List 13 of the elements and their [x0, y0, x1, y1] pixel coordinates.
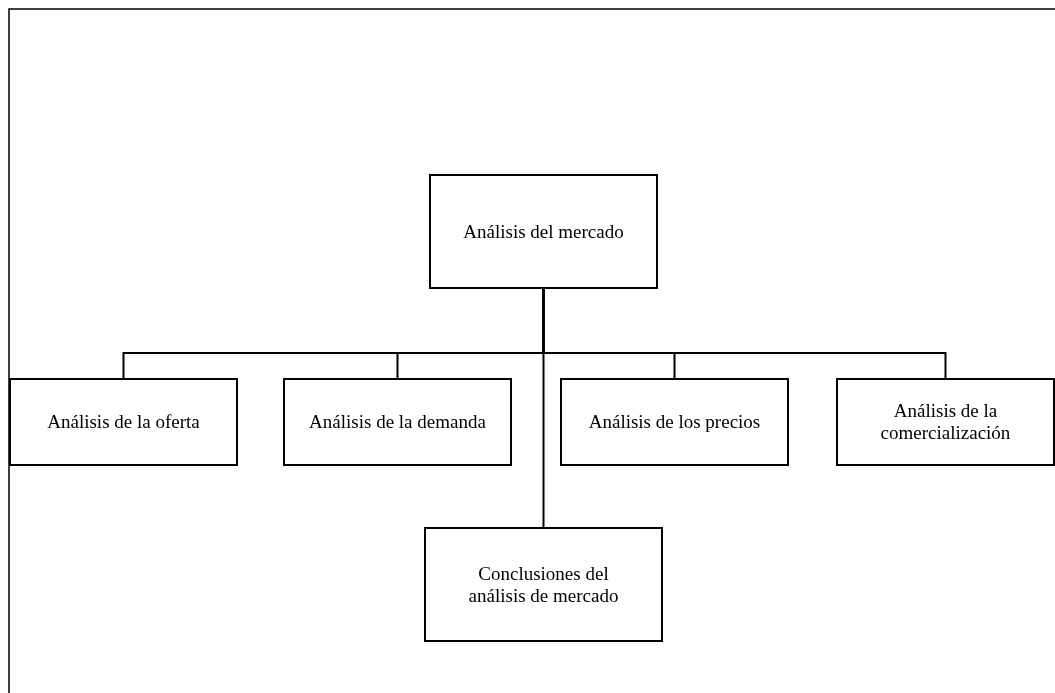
text-box [429, 174, 658, 289]
text-box [836, 378, 1055, 466]
text-box [9, 378, 238, 466]
box-label: Análisis de la oferta [47, 411, 200, 433]
text-box [560, 378, 789, 466]
text-box [424, 527, 663, 642]
text-box [283, 378, 512, 466]
box-label: Análisis de la demanda [309, 411, 486, 433]
box-label: Conclusiones del análisis de mercado [467, 562, 620, 607]
box-label: Análisis del mercado [463, 220, 624, 243]
box-label: Análisis de la comercialización [879, 400, 1012, 444]
connector-line [542, 288, 545, 528]
box-label: Análisis de los precios [588, 411, 761, 433]
